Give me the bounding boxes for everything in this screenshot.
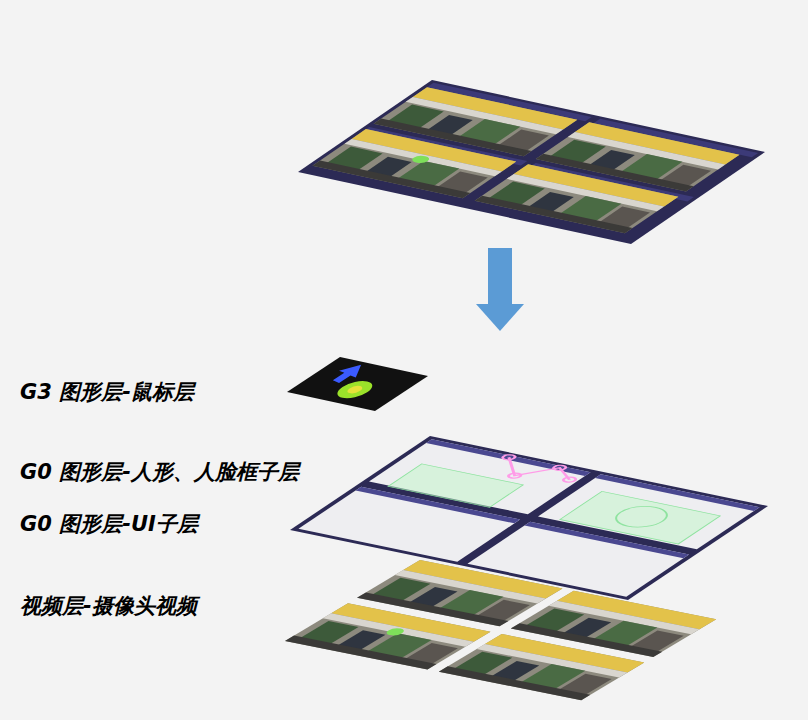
layer-label: G0 图形层-UI子层 (20, 510, 198, 538)
layer-label: G0 图形层-人形、人脸框子层 (20, 458, 299, 486)
layer-label: G3 图形层-鼠标层 (20, 378, 194, 406)
layer-label: 视频层-摄像头视频 (20, 592, 197, 620)
